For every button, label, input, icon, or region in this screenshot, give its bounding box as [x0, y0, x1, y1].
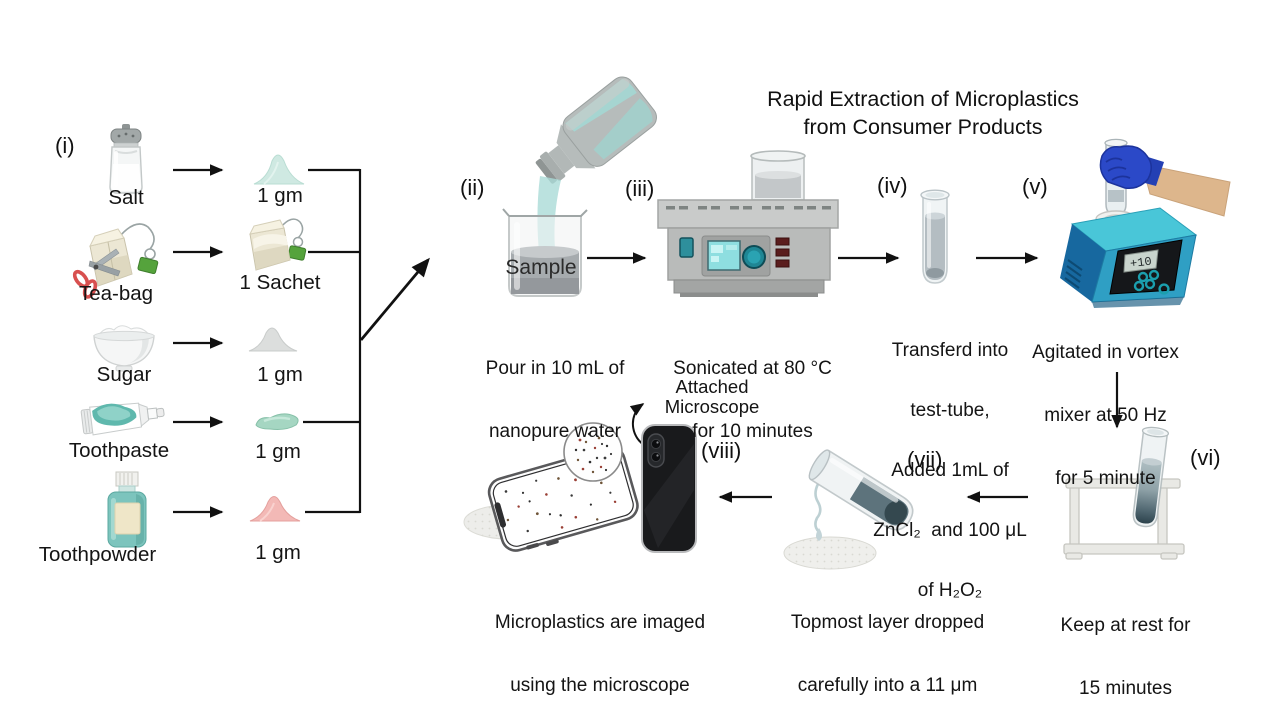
attached-microscope-annotation: Attached Microscope	[664, 376, 760, 417]
sugar-bowl-icon	[93, 325, 155, 372]
amount-label-toothpaste: 1 gm	[255, 440, 301, 463]
amount-label-teabag: 1 Sachet	[239, 271, 321, 294]
step-label-iv: (iv)	[877, 173, 908, 198]
salt-shaker-icon	[109, 124, 143, 194]
indicator-lights-icon	[775, 237, 790, 268]
caption-step-ii: Pour in 10 mL of nanopure water	[485, 358, 625, 442]
tea-bag-cut-icon	[72, 223, 159, 299]
product-label-salt: Salt	[108, 186, 144, 209]
mixer-control-panel-icon: +10	[1109, 239, 1183, 295]
toothpowder-bottle-icon	[107, 471, 147, 548]
rest-rack-illustration	[1063, 426, 1185, 560]
step-label-vii: (vii)	[907, 447, 943, 472]
caption-step-v: Agitated in vortex mixer at 50 Hz for 5 …	[1032, 342, 1179, 489]
product-label-sugar: Sugar	[96, 363, 152, 386]
nanopure-bottle-icon	[535, 76, 657, 184]
beaker-sample-label: Sample	[505, 256, 577, 279]
amount-label-salt: 1 gm	[257, 184, 303, 207]
group-label-i: (i)	[55, 133, 75, 158]
product-label-toothpaste: Toothpaste	[68, 439, 170, 462]
dribble-stream	[814, 483, 822, 533]
mixer-display-readout: +10	[1129, 255, 1152, 272]
diagram-title: Rapid Extraction of Microplastics from C…	[713, 85, 1133, 141]
arrow-products-to-flow	[359, 257, 430, 341]
sonicator-beaker-icon	[750, 150, 806, 201]
toothpowder-pile-icon	[249, 496, 301, 522]
vortex-mixer-illustration: +10	[1060, 138, 1231, 308]
caption-step-vi: Keep at rest for 15 minutes	[1060, 615, 1191, 699]
cellphone-imaging-illustration	[463, 422, 697, 553]
sonicator-screen-icon	[707, 240, 741, 271]
arm	[1141, 163, 1231, 217]
gloved-hand-icon	[1099, 145, 1164, 190]
amount-label-sugar: 1 gm	[257, 363, 303, 386]
scissors-icon	[72, 248, 121, 299]
caption-step-viii: Microplastics are imaged using the micro…	[494, 612, 706, 696]
tube-rack-icon	[1063, 478, 1185, 560]
product-label-toothpowder: Toothpowder	[38, 543, 157, 566]
title-line-1: Rapid Extraction of Microplastics	[767, 87, 1079, 111]
test-tube-icon	[920, 189, 950, 284]
pour-bottle-beaker-illustration	[502, 76, 657, 297]
step-label-viii: (viii)	[701, 438, 742, 463]
decant-filter-illustration	[783, 449, 914, 570]
caption-step-iii: Sonicated at 80 °C for 10 minutes	[673, 358, 832, 442]
resting-tube-icon	[1132, 426, 1170, 528]
toothpaste-squeeze-icon	[255, 413, 299, 430]
sugar-pile-icon	[248, 327, 298, 352]
salt-pile-icon	[253, 154, 305, 185]
microscope-phone-icon	[641, 424, 697, 553]
caption-step-vii: Topmost layer dropped carefully into a 1…	[790, 612, 985, 696]
sample-beaker-icon	[502, 208, 588, 297]
toothpaste-tube-icon	[80, 402, 165, 436]
title-line-2: from Consumer Products	[803, 115, 1043, 139]
amount-label-toothpowder: 1 gm	[255, 541, 301, 564]
caption-step-iv: Transferd into test-tube, Added 1mL of Z…	[873, 340, 1027, 601]
pouring-tube-icon	[808, 449, 914, 531]
step-label-iii: (iii)	[625, 176, 655, 201]
product-label-teabag: Tea-bag	[78, 282, 154, 305]
step-label-ii: (ii)	[460, 175, 485, 200]
sonicator-illustration	[657, 150, 839, 297]
step-label-vi: (vi)	[1190, 445, 1221, 470]
magnified-view-icon	[563, 422, 623, 482]
step-label-v: (v)	[1022, 174, 1048, 199]
power-switch-icon	[679, 237, 694, 258]
tea-sachet-icon	[249, 218, 307, 271]
droplet-icon	[816, 528, 822, 541]
